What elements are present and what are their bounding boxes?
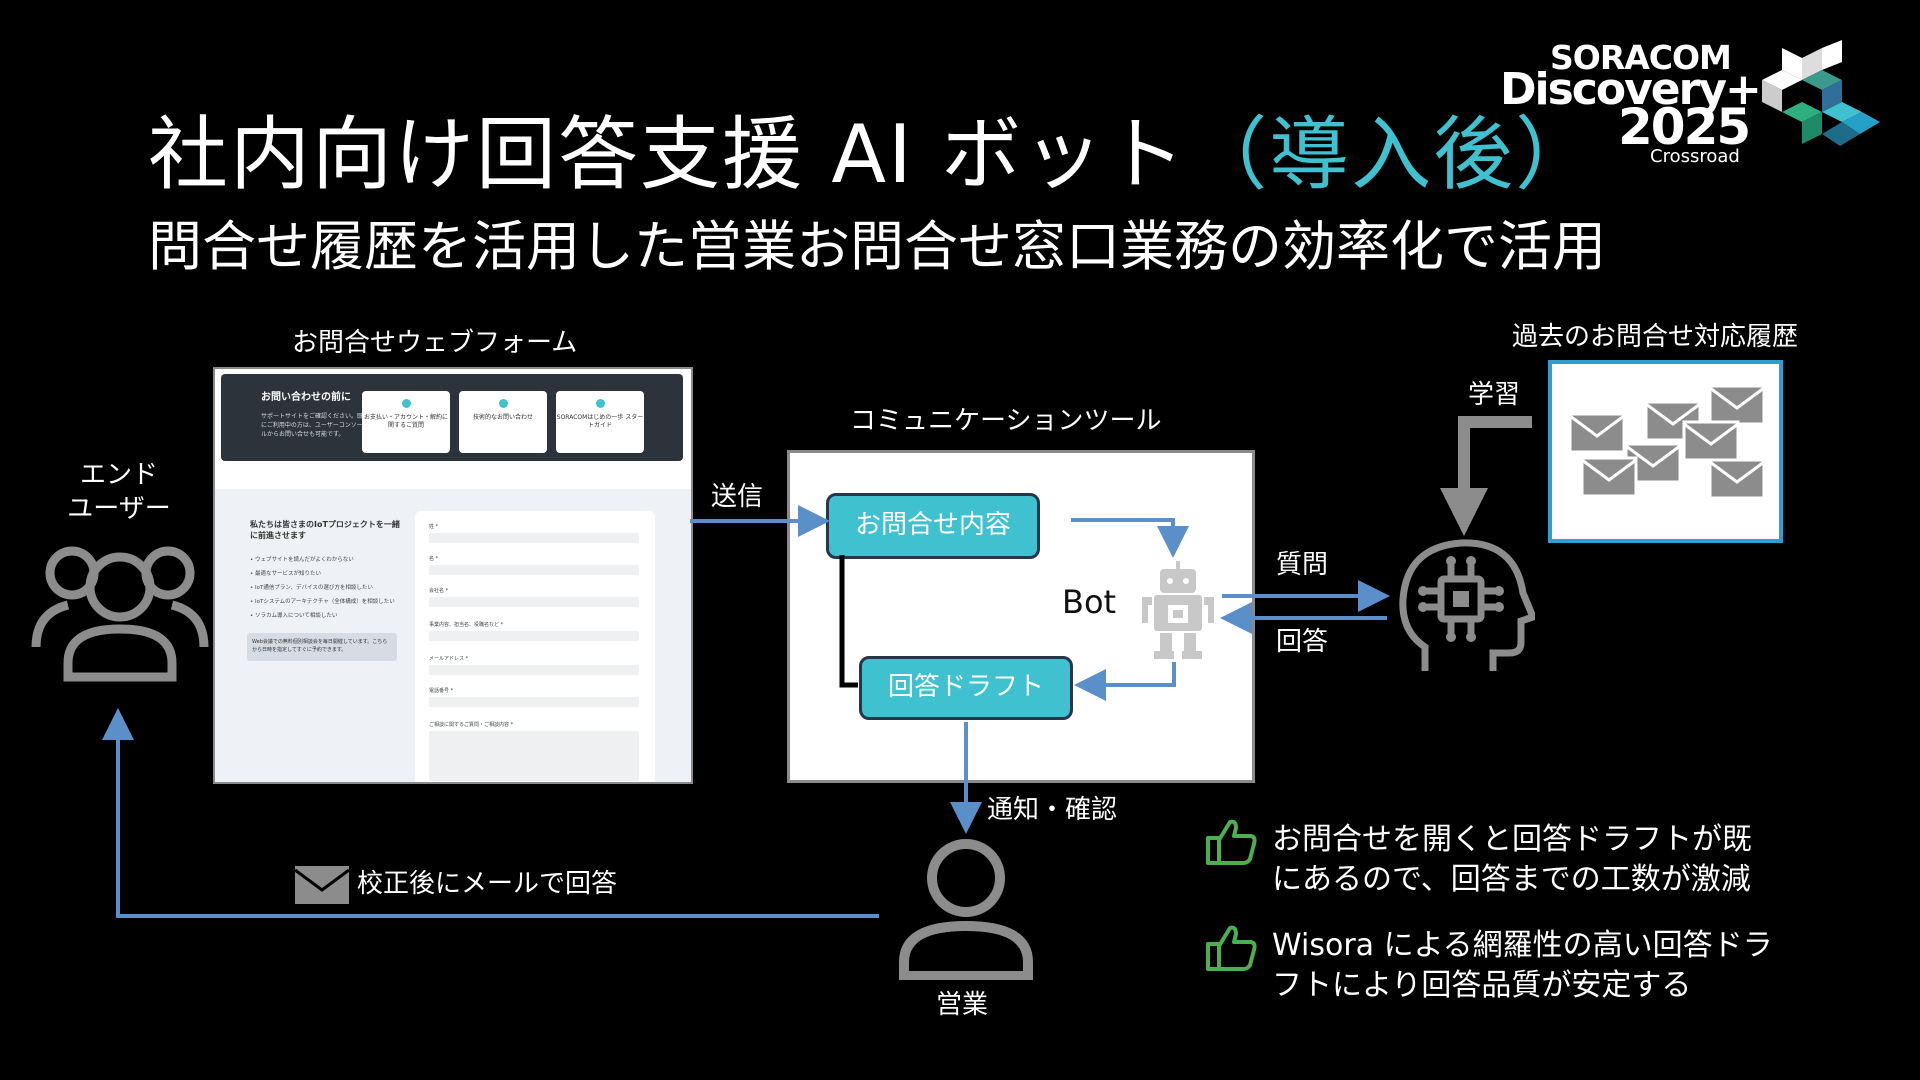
sales-label: 営業 (936, 990, 989, 1020)
learn-label: 学習 (1468, 380, 1521, 410)
logo-line4: Crossroad (1650, 146, 1740, 167)
form-left-item: • IoTシステムのアーキテクチャ（全体構成）を相談したい (250, 599, 395, 605)
end-user-label: エンドユーザー (67, 460, 171, 524)
form-hero-desc: サポートサイトをご確認ください。既にご利用中の方は、ユーザーコンソールからお問い… (261, 413, 364, 438)
history-label: 過去のお問合せ対応履歴 (1512, 322, 1799, 352)
form-hero-title: お問い合わせの前に (261, 392, 351, 403)
form-card: お支払い・アカウント・解約に関するご質問 (362, 391, 450, 453)
reply-label: 校正後にメールで回答 (357, 869, 618, 899)
form-left-note: Web会議での無料個別相談会を毎日開催しています。こちらから日時を指定してすぐに… (247, 633, 397, 661)
inquiry-pill: お問合せ内容 (826, 493, 1040, 559)
field-label: 名 * (429, 556, 439, 562)
web-form-label: お問合せウェブフォーム (292, 328, 578, 358)
form-left-item: • ウェブサイトを読んだがよくわからない (250, 557, 354, 563)
field-input (429, 597, 639, 607)
soracom-discovery-logo: SORACOM Discovery+ 2025 Crossroad (1500, 38, 1880, 168)
to-draft-arrow (1074, 662, 1176, 701)
robot-icon (1142, 561, 1214, 659)
users-icon (31, 546, 209, 682)
logo-line2: Discovery+ (1500, 64, 1762, 115)
notify-label: 通知・確認 (987, 795, 1118, 825)
form-body: 私たちは皆さまのIoTプロジェクトを一緒に前進させます • ウェブサイトを読んだ… (215, 489, 691, 782)
field-input (429, 631, 639, 641)
answer-label: 回答 (1276, 627, 1329, 657)
field-label: 姓 * (429, 524, 439, 530)
web-form-screenshot: お問い合わせの前に サポートサイトをご確認ください。既にご利用中の方は、ユーザー… (213, 367, 693, 784)
reply-arrow (102, 708, 879, 918)
history-box (1548, 360, 1783, 543)
title-accent: （導入後） (1187, 108, 1598, 201)
tool-label: コミュニケーションツール (850, 406, 1162, 436)
form-left-item: • IoT通信プラン、デバイスの選び方を相談したい (250, 585, 373, 591)
thumbs-up-icon (1206, 819, 1257, 865)
form-card: 技術的なお問い合わせ (459, 391, 547, 453)
benefit-point-1: お問合せを開くと回答ドラフトが既にあるので、回答までの工数が激減 (1272, 822, 1752, 897)
form-left-item: • ソラカム導入について相談したい (250, 613, 338, 619)
communication-tool-window: お問合せ内容 回答ドラフト Bot (787, 450, 1255, 783)
to-bot-arrow (1071, 518, 1189, 558)
page-title: 社内向け回答支援 AI ボット（導入後） (148, 105, 1597, 205)
send-label: 送信 (711, 482, 764, 512)
logo-line3: 2025 (1618, 98, 1751, 156)
field-label: ご相談に関するご質問・ご相談内容 * (429, 722, 514, 728)
ai-head-icon (1399, 539, 1535, 671)
field-input (429, 665, 639, 675)
field-input (429, 565, 639, 575)
form-left-heading: 私たちは皆さまのIoTプロジェクトを一緒に前進させます (250, 520, 400, 540)
draft-pill: 回答ドラフト (859, 656, 1073, 720)
form-left-item: • 最適なサービスが知りたい (250, 571, 322, 577)
page-subtitle: 問合せ履歴を活用した営業お問合せ窓口業務の効率化で活用 (148, 215, 1606, 278)
field-label: 事業内容、担当名、役職名など * (429, 622, 504, 628)
form-hero: お問い合わせの前に サポートサイトをご確認ください。既にご利用中の方は、ユーザー… (221, 374, 683, 461)
envelopes-icon (1568, 384, 1766, 500)
logo-line1: SORACOM (1550, 38, 1732, 77)
title-main: 社内向け回答支援 AI ボット (148, 108, 1188, 201)
logo-mark (1762, 40, 1880, 146)
form-card: SORACOMはじめの一歩 スタートガイド (556, 391, 644, 453)
envelope-icon (295, 866, 349, 904)
field-label: メールアドレス * (429, 656, 469, 662)
bot-label: Bot (1062, 583, 1117, 621)
draft-link-line (839, 555, 858, 688)
field-label: 会社名 * (429, 588, 449, 594)
field-input (429, 533, 639, 543)
field-input (429, 697, 639, 707)
person-icon (899, 839, 1033, 980)
thumbs-up-icon (1206, 925, 1257, 971)
field-textarea (429, 731, 639, 781)
benefit-point-2: Wisora による網羅性の高い回答ドラフトにより回答品質が安定する (1272, 928, 1773, 1003)
form-fields: 姓 * 名 * 会社名 * 事業内容、担当名、役職名など * メールアドレス *… (415, 511, 655, 782)
field-label: 電話番号 * (429, 688, 454, 694)
question-label: 質問 (1276, 550, 1329, 580)
learn-arrow (1440, 416, 1532, 536)
